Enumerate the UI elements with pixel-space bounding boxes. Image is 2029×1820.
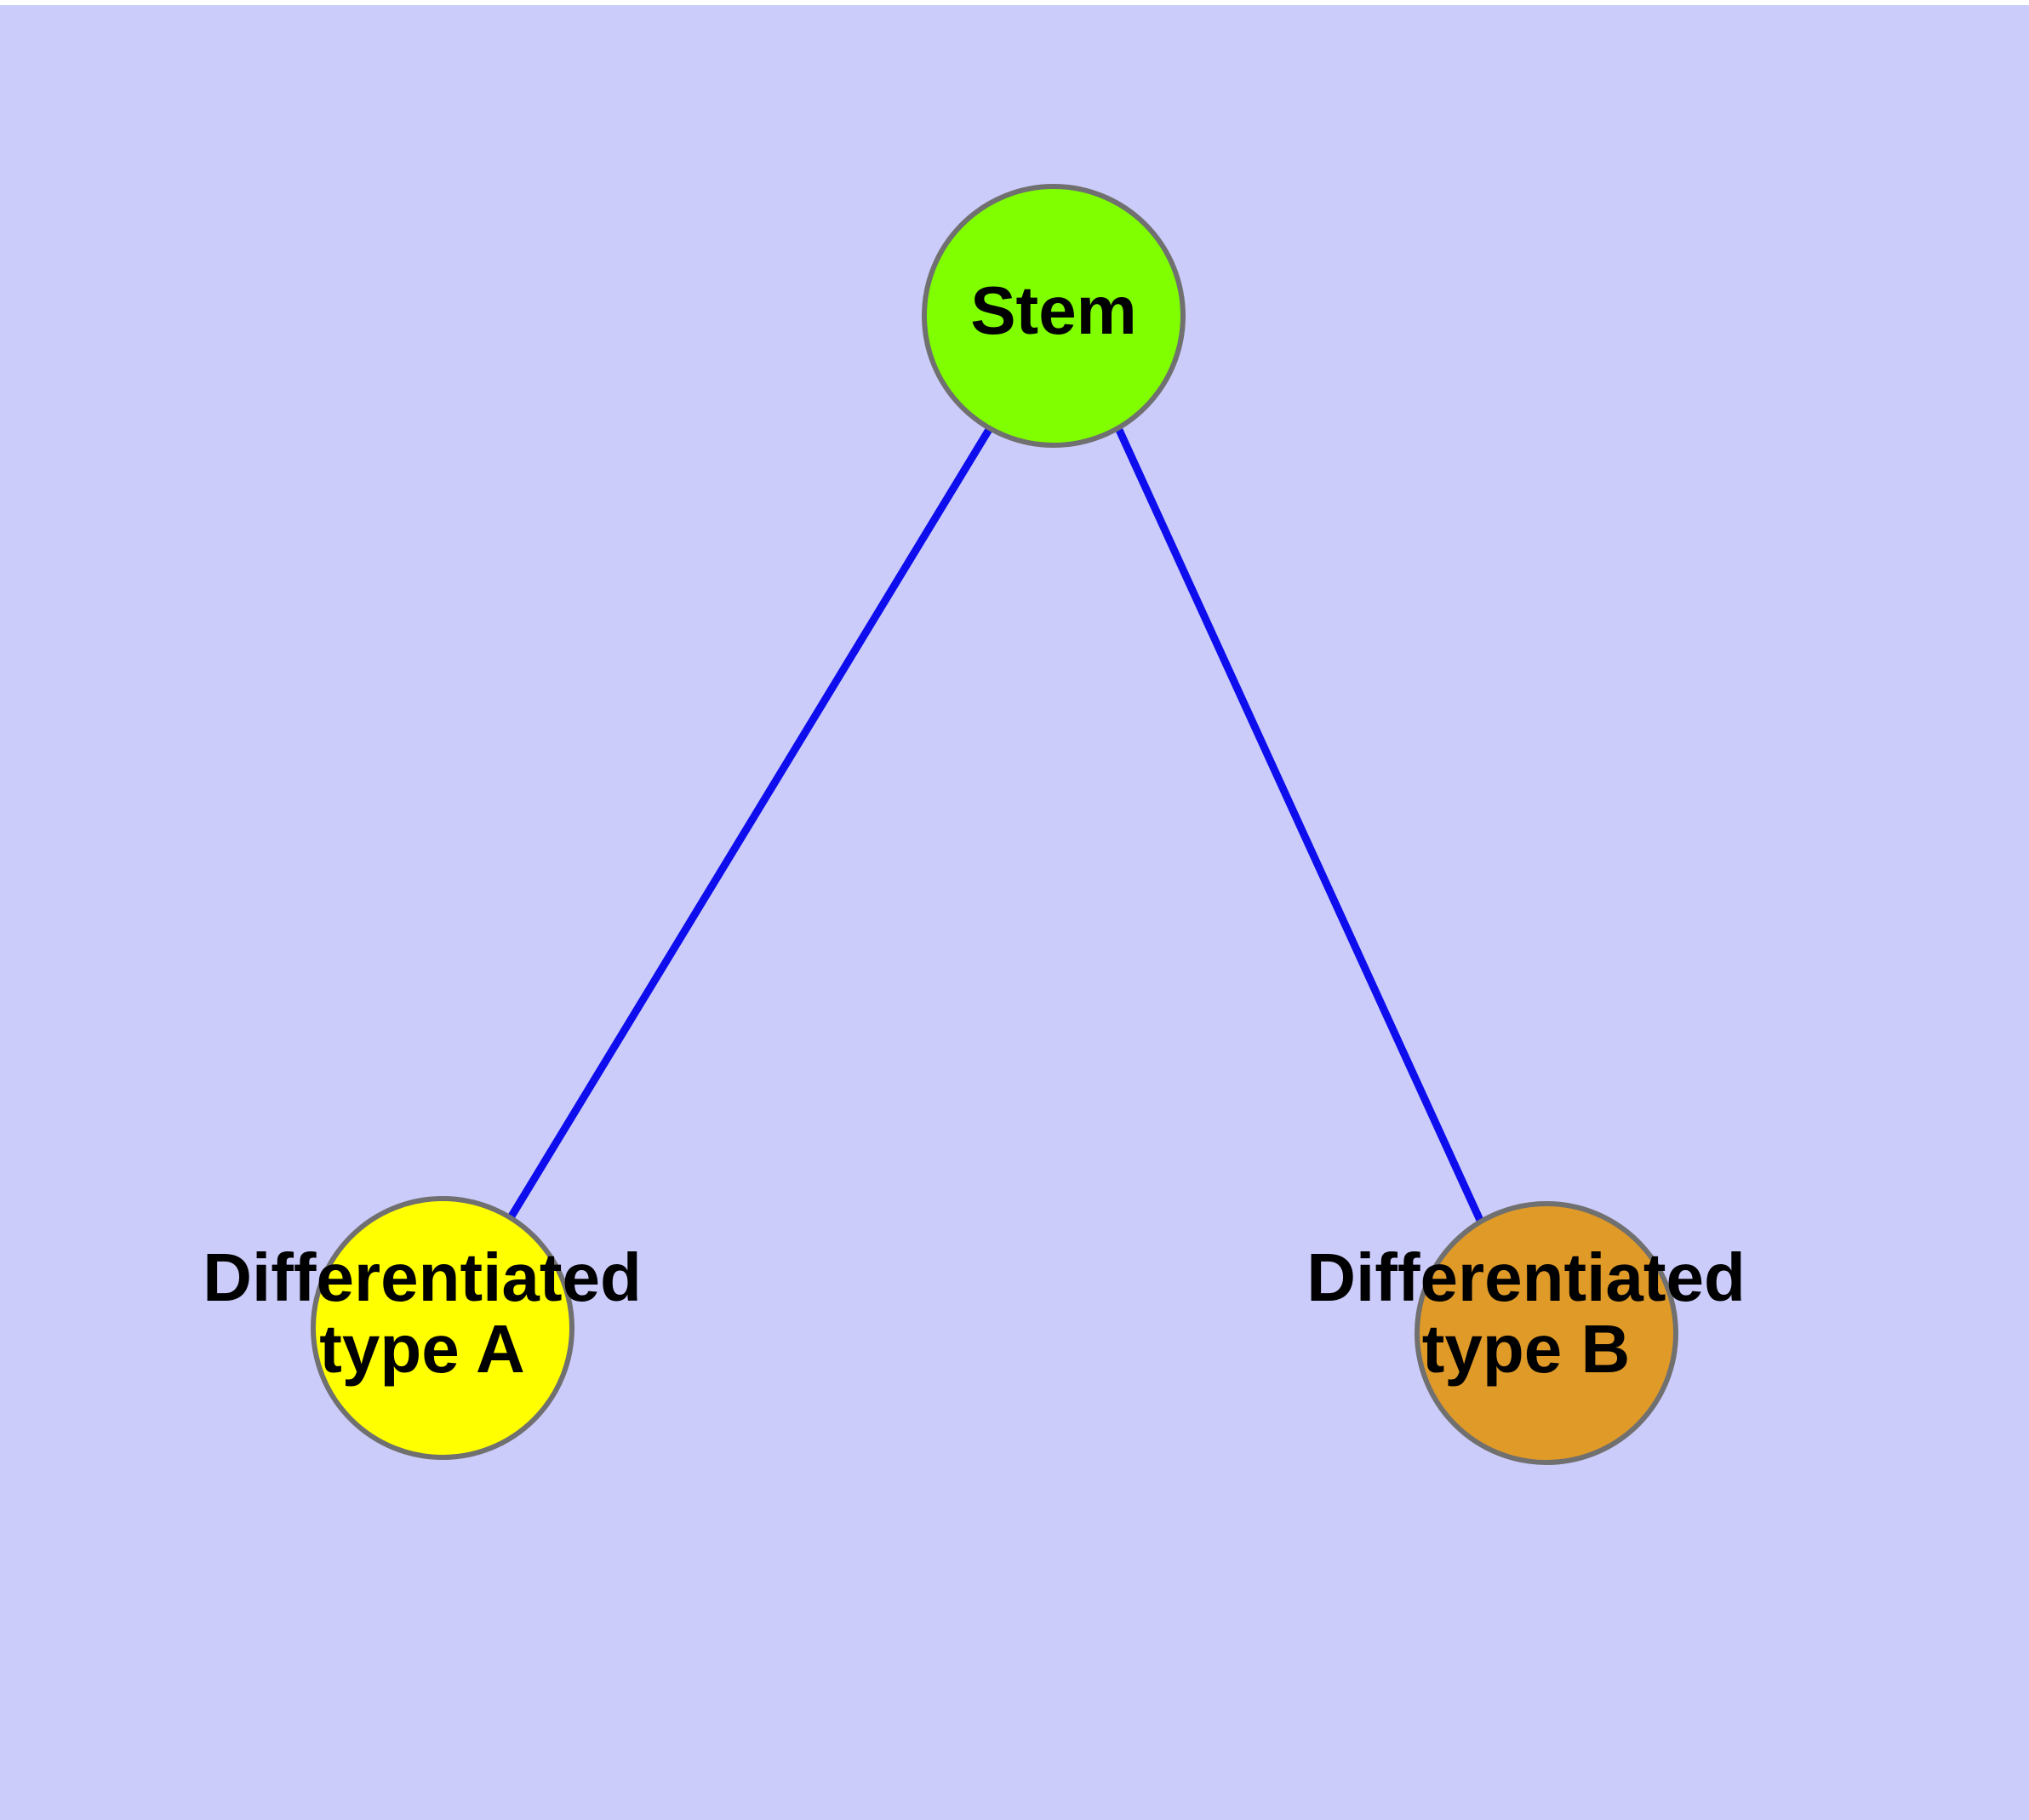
edge-stem-to-type-a[interactable] — [506, 426, 993, 1222]
node-stem[interactable]: Stem — [922, 184, 1186, 448]
type-b-node-circle[interactable] — [1415, 1201, 1678, 1465]
type-a-node-circle[interactable] — [311, 1196, 574, 1460]
stem-node-circle[interactable] — [922, 184, 1186, 448]
stem-node-label: Stem — [970, 272, 1137, 348]
edge-group — [506, 426, 1487, 1228]
edge-stem-to-type-b[interactable] — [1115, 428, 1487, 1228]
